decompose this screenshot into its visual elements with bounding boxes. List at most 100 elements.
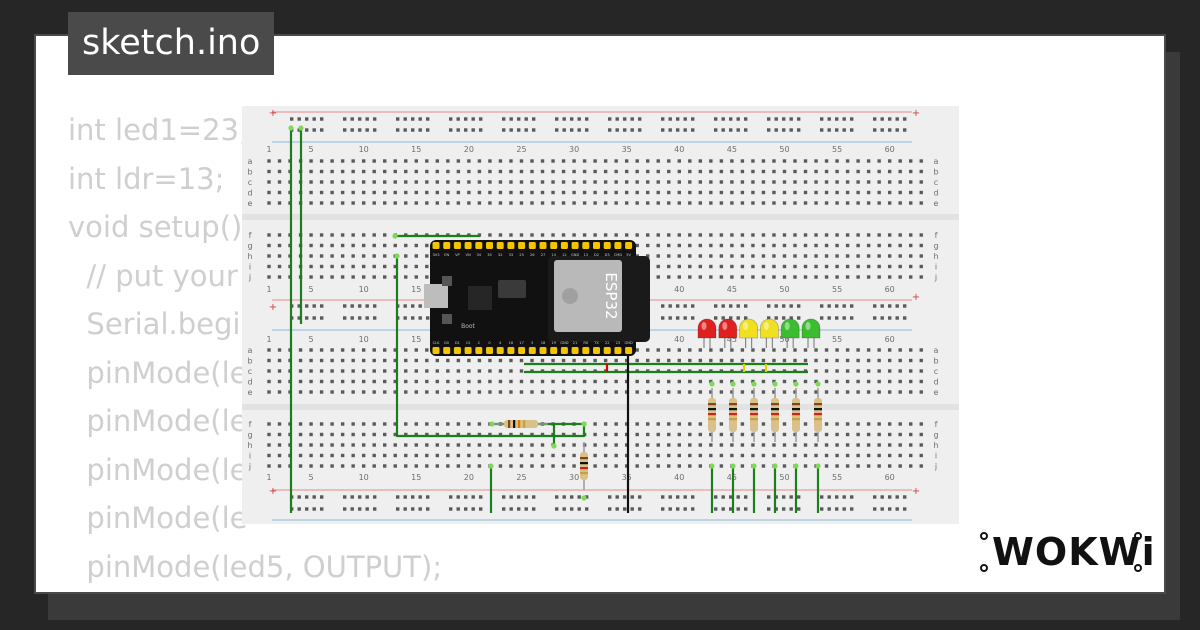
breadboard-hole: [456, 358, 461, 363]
breadboard-hole: [803, 453, 808, 458]
breadboard-hole: [887, 369, 892, 373]
rail-hole: [403, 304, 407, 308]
breadboard-hole: [803, 379, 808, 384]
rail-hole: [774, 507, 778, 511]
breadboard-hole: [919, 243, 923, 248]
breadboard-hole: [551, 453, 555, 458]
esp32-pin-bottom: [453, 347, 461, 354]
breadboard-hole: [404, 169, 408, 174]
breadboard-hole: [635, 190, 639, 195]
breadboard-hole: [698, 180, 703, 184]
breadboard-hole: [467, 201, 471, 205]
breadboard-hole: [730, 390, 734, 394]
breadboard-hole: [393, 169, 397, 174]
breadboard-hole: [624, 169, 629, 174]
esp32-pin-label: 12: [562, 253, 567, 257]
led: [739, 318, 758, 339]
column-number: 5: [309, 285, 314, 294]
breadboard-hole: [467, 369, 471, 373]
breadboard-hole: [330, 190, 334, 195]
breadboard-hole: [372, 348, 376, 352]
breadboard-hole: [393, 443, 397, 447]
breadboard-gap: [242, 214, 959, 220]
rail-hole: [782, 507, 786, 511]
breadboard-hole: [498, 369, 503, 373]
rail-hole: [320, 495, 324, 499]
breadboard-hole: [866, 169, 871, 174]
breadboard-hole: [761, 264, 766, 269]
breadboard-hole: [530, 159, 534, 163]
esp32-pin-top: [550, 242, 558, 249]
column-number: 45: [727, 335, 737, 344]
breadboard-hole: [877, 369, 881, 373]
ldr-resistor: [504, 420, 538, 428]
breadboard-hole: [351, 379, 355, 384]
breadboard-hole: [803, 443, 808, 447]
wire-endpoint: [581, 495, 587, 501]
breadboard-hole: [814, 159, 818, 163]
code-line: pinMode(led5, OUTPUT);: [68, 549, 443, 584]
breadboard-hole: [730, 453, 734, 458]
breadboard-hole: [383, 254, 387, 258]
breadboard-hole: [572, 432, 576, 437]
breadboard-hole: [603, 358, 608, 363]
breadboard-hole: [856, 453, 860, 458]
breadboard-hole: [425, 369, 429, 373]
breadboard-hole: [351, 422, 355, 426]
breadboard-hole: [267, 432, 271, 437]
breadboard-hole: [624, 453, 629, 458]
esp32-pin-label: VP: [455, 253, 460, 257]
breadboard-hole: [919, 358, 923, 363]
breadboard-hole: [866, 379, 871, 384]
breadboard-hole: [887, 169, 892, 174]
breadboard-hole: [498, 190, 503, 195]
breadboard-hole: [635, 379, 639, 384]
breadboard-hole: [540, 180, 545, 184]
resistor-band: [708, 403, 716, 406]
breadboard-hole: [435, 464, 440, 468]
rail-hole: [365, 507, 369, 511]
breadboard-hole: [340, 422, 345, 426]
wire-endpoint: [815, 463, 821, 469]
breadboard-hole: [456, 369, 461, 373]
resistor-band: [580, 472, 588, 475]
column-number: 25: [516, 145, 526, 154]
breadboard-hole: [351, 369, 355, 373]
breadboard-hole: [361, 453, 366, 458]
breadboard-hole: [277, 180, 282, 184]
breadboard-hole: [488, 443, 492, 447]
rail-hole: [630, 507, 634, 511]
rail-hole: [373, 316, 377, 320]
esp32-pin-bottom: [571, 347, 579, 354]
esp32-pin-label: 25: [519, 253, 524, 257]
breadboard-hole: [719, 453, 724, 458]
breadboard-hole: [740, 201, 745, 205]
breadboard-hole: [330, 379, 334, 384]
en-button: [442, 276, 452, 286]
wokwi-logo-text: WOKWi: [992, 530, 1156, 574]
breadboard-hole: [677, 275, 681, 279]
rail-hole: [350, 316, 354, 320]
breadboard-hole: [877, 275, 881, 279]
breadboard-hole: [824, 159, 829, 163]
rail-hole: [471, 128, 475, 132]
column-number: 55: [832, 145, 842, 154]
breadboard-hole: [919, 169, 923, 174]
breadboard-hole: [677, 453, 681, 458]
breadboard-hole: [446, 190, 450, 195]
breadboard-hole: [751, 254, 755, 258]
breadboard-hole: [667, 233, 671, 237]
breadboard-hole: [793, 169, 797, 174]
breadboard-hole: [361, 443, 366, 447]
breadboard-hole: [435, 453, 440, 458]
breadboard-hole: [372, 201, 376, 205]
rail-hole: [774, 117, 778, 121]
breadboard-hole: [845, 264, 850, 269]
rail-hole: [661, 316, 665, 320]
wire-endpoint: [288, 125, 294, 131]
breadboard-hole: [498, 379, 503, 384]
rail-hole: [683, 507, 687, 511]
breadboard-hole: [761, 233, 766, 237]
rail-hole: [782, 128, 786, 132]
breadboard-hole: [751, 453, 755, 458]
